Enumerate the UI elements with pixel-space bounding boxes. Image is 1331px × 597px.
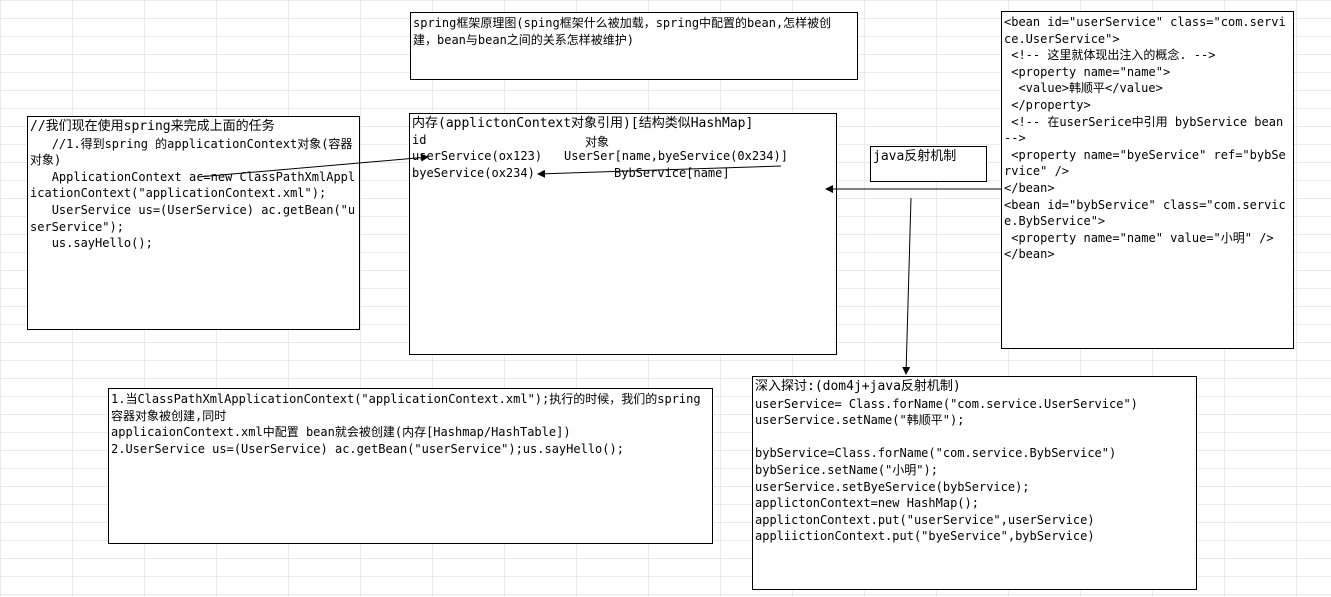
deep-line-7: userService.setByeService(bybService); [755,479,1030,494]
xml-line-2: <!-- 这里就体现出注入的概念. --> [1004,48,1216,63]
code-line-1: //我们现在使用spring来完成上面的任务 [30,119,275,134]
xml-line-7: <property name="byeService" ref="bybServ… [1004,147,1286,179]
xml-line-10: <property name="name" value="小明" /> [1004,230,1274,245]
deep-line-10: appliictionContext.put("byeService",bybS… [755,529,1095,544]
explain-line-2: applicaionContext.xml中配置 bean就会被创建(内存[Ha… [111,425,571,440]
xml-box: <bean id="userService" class="com.servic… [1001,11,1294,349]
xml-line-8: </bean> [1004,180,1055,195]
xml-line-9: <bean id="bybService" class="com.service… [1004,197,1286,229]
arrow-reflection-to-deep [902,197,912,375]
deep-line-5: bybService=Class.forName("com.service.By… [755,446,1117,461]
xml-line-6: <!-- 在userSerice中引用 bybService bean --> [1004,114,1291,146]
code-line-3: ApplicationContext ac=new ClassPathXmlAp… [30,169,356,201]
deep-line-3: userService.setName("韩顺平"); [755,413,965,428]
code-line-5: us.sayHello(); [30,236,153,251]
reflection-text: java反射机制 [873,149,957,164]
deep-box: 深入探讨:(dom4j+java反射机制) userService= Class… [752,376,1197,590]
xml-line-1: <bean id="userService" class="com.servic… [1004,15,1286,46]
deep-line-6: bybSerice.setName("小明"); [755,462,938,477]
reflection-box: java反射机制 [870,146,987,182]
memory-col-obj: 对象 [585,134,610,149]
memory-col-id: id [412,132,427,147]
memory-heading: 内存(applictonContext对象引用)[结构类似HashMap] [412,116,754,131]
code-line-2: //1.得到spring 的applicationContext对象(容器对象) [30,136,353,168]
deep-line-8: applictonContext=new HashMap(); [755,496,979,511]
xml-line-11: </bean> [1004,247,1055,262]
explain-line-1: 1.当ClassPathXmlApplicationContext("appli… [111,392,701,423]
deep-line-9: applictonContext.put("userService",userS… [755,512,1095,527]
explain-box: 1.当ClassPathXmlApplicationContext("appli… [108,388,713,544]
memory-box: 内存(applictonContext对象引用)[结构类似HashMap] id… [409,113,837,355]
arrow-code-to-memory [197,153,429,178]
title-box: spring框架原理图(sping框架什么被加载，spring中配置的bean,… [410,12,858,80]
xml-line-5: </property> [1004,97,1091,112]
memory-row1-id: userService(ox123) [412,149,543,164]
memory-row2-obj: BybService[name] [614,165,730,180]
deep-line-1: 深入探讨:(dom4j+java反射机制) [755,379,961,394]
explain-line-3: 2.UserService us=(UserService) ac.getBea… [111,441,624,456]
arrow-userser-to-byeservice [537,165,782,178]
code-line-4: UserService us=(UserService) ac.getBean(… [30,202,356,234]
title-text: spring框架原理图(sping框架什么被加载，spring中配置的bean,… [413,16,832,47]
xml-line-4: <value>韩顺平</value> [1004,81,1163,96]
code-box: //我们现在使用spring来完成上面的任务 //1.得到spring 的app… [27,116,360,330]
xml-line-3: <property name="name"> [1004,64,1171,79]
memory-row1-obj: UserSer[name,byeService(0x234)] [564,149,788,164]
deep-line-2: userService= Class.forName("com.service.… [755,396,1138,411]
memory-row2-id: byeService(ox234) [412,165,535,180]
